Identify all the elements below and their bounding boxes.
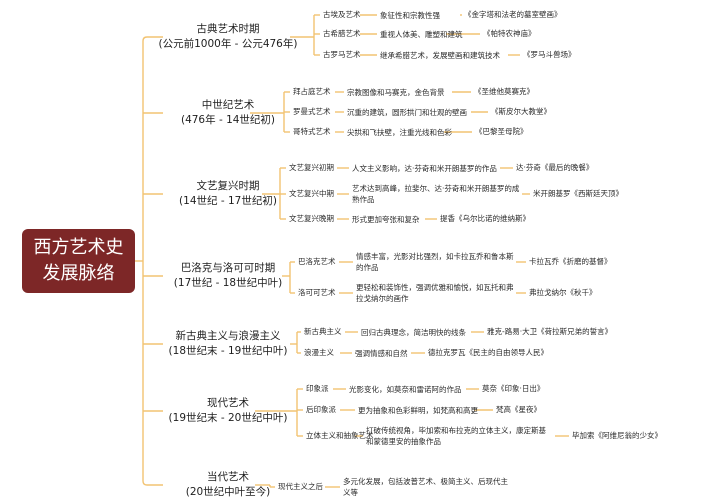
sub-period-label: 古罗马艺术	[323, 50, 361, 59]
period-range: (18世纪末 - 19世纪中叶)	[168, 345, 288, 357]
period-name: 当代艺术	[207, 471, 249, 483]
period-range: (19世纪末 - 20世纪中叶)	[168, 412, 288, 424]
sub-period-description: 继承希腊艺术，发展壁画和建筑技术	[380, 51, 500, 60]
sub-period-description: 打破传统视角，毕加索和布拉克的立体主义，康定斯基和蒙德里安的抽象作品	[366, 426, 546, 446]
sub-period-description: 回归古典理念，简洁明快的线条	[361, 328, 466, 337]
representative-work: 卡拉瓦乔《折磨的基督》	[529, 257, 612, 266]
sub-period-description: 人文主义影响，达·芬奇和米开朗基罗的作品	[352, 164, 497, 173]
representative-work: 《巴黎圣母院》	[475, 127, 528, 136]
representative-work: 毕加索《阿维尼翁的少女》	[572, 431, 662, 440]
sub-period-label: 文艺复兴初期	[289, 163, 334, 172]
sub-period-label: 新古典主义	[304, 327, 342, 336]
sub-period-label: 文艺复兴中期	[289, 189, 334, 198]
representative-work: 德拉克罗瓦《民主的自由领导人民》	[428, 348, 548, 357]
sub-period-description: 沉重的建筑，圆形拱门和壮观的壁画	[347, 108, 467, 117]
representative-work: 莫奈《印象·日出》	[482, 384, 545, 393]
period-range: (14世纪 - 17世纪初)	[179, 195, 277, 207]
sub-period-description: 尖拱和飞扶壁，注重光线和色彩	[347, 128, 452, 137]
sub-period-label: 巴洛克艺术	[298, 257, 336, 266]
representative-work: 雅克-路易·大卫《荷拉斯兄弟的誓言》	[487, 327, 613, 336]
root-title-line1: 西方艺术史	[33, 237, 124, 258]
sub-period-label: 古希腊艺术	[323, 29, 361, 38]
representative-work: 米开朗基罗《西斯廷天顶》	[533, 189, 623, 198]
sub-period-label: 印象派	[306, 384, 329, 393]
sub-period-description: 象征性和宗教性强	[380, 11, 440, 20]
period-name: 巴洛克与洛可可时期	[180, 262, 276, 274]
period-node: 文艺复兴时期 (14世纪 - 17世纪初)	[158, 179, 298, 209]
sub-period-description: 宗教图像和马赛克，金色背景	[347, 88, 445, 97]
period-name: 中世纪艺术	[201, 99, 255, 111]
period-name: 古典艺术时期	[196, 23, 260, 35]
sub-period-label: 洛可可艺术	[298, 288, 336, 297]
period-node: 古典艺术时期 (公元前1000年 - 公元476年)	[158, 22, 298, 52]
root-title-line2: 发展脉络	[42, 263, 115, 284]
sub-period-description: 更轻松和装饰性，强调优雅和愉悦，如瓦托和弗拉戈纳尔的画作	[356, 283, 514, 303]
representative-work: 梵高《星夜》	[496, 405, 541, 414]
sub-period-description: 更为抽象和色彩鲜明，如梵高和高更	[358, 406, 478, 415]
representative-work: 《斯皮尔大教堂》	[491, 107, 551, 116]
sub-period-label: 拜占庭艺术	[293, 87, 331, 96]
period-range: (17世纪 - 18世纪中叶)	[173, 277, 283, 289]
period-node: 中世纪艺术 (476年 - 14世纪初)	[158, 98, 298, 128]
sub-period-label: 古埃及艺术	[323, 10, 361, 19]
period-node: 巴洛克与洛可可时期 (17世纪 - 18世纪中叶)	[158, 261, 298, 291]
sub-period-description: 多元化发展，包括波普艺术、极简主义、后现代主义等	[343, 477, 508, 497]
period-range: (20世纪中叶至今)	[185, 486, 271, 498]
period-node: 现代艺术 (19世纪末 - 20世纪中叶)	[158, 396, 298, 426]
sub-period-label: 浪漫主义	[304, 348, 334, 357]
sub-period-label: 哥特式艺术	[293, 127, 331, 136]
sub-period-label: 立体主义和抽象艺术	[306, 431, 374, 440]
sub-period-label: 文艺复兴晚期	[289, 214, 334, 223]
sub-period-description: 光影变化，如莫奈和雷诺阿的作品	[349, 385, 462, 394]
representative-work: 《帕特农神庙》	[483, 29, 536, 38]
sub-period-label: 罗曼式艺术	[293, 107, 331, 116]
period-range: (476年 - 14世纪初)	[180, 114, 276, 126]
sub-period-description: 艺术达到高峰，拉斐尔、达·芬奇和米开朗基罗的成熟作品	[352, 184, 520, 204]
representative-work: 《圣维他莫赛克》	[474, 87, 534, 96]
representative-work: 达·芬奇《最后的晚餐》	[516, 163, 594, 172]
sub-period-description: 情感丰富，光影对比强烈，如卡拉瓦乔和鲁本斯的作品	[356, 252, 514, 272]
sub-period-description: 形式更加夸张和复杂	[352, 215, 420, 224]
representative-work: 弗拉戈纳尔《秋千》	[529, 288, 597, 297]
period-name: 文艺复兴时期	[196, 180, 260, 192]
representative-work: 《罗马斗兽场》	[523, 50, 576, 59]
sub-period-description: 强调情感和自然	[355, 349, 408, 358]
sub-period-label: 现代主义之后	[278, 482, 323, 491]
period-connector	[142, 36, 163, 42]
period-name: 新古典主义与浪漫主义	[175, 330, 281, 342]
sub-period-description: 重视人体美、雕塑和建筑	[380, 30, 463, 39]
period-range: (公元前1000年 - 公元476年)	[158, 38, 298, 50]
period-connector	[142, 480, 163, 486]
period-node: 新古典主义与浪漫主义 (18世纪末 - 19世纪中叶)	[158, 329, 298, 359]
period-name: 现代艺术	[207, 397, 249, 409]
period-node: 当代艺术 (20世纪中叶至今)	[158, 470, 298, 500]
sub-period-label: 后印象派	[306, 405, 336, 414]
representative-work: 提香《乌尔比诺的维纳斯》	[440, 214, 530, 223]
representative-work: 《金字塔和法老的墓室壁画》	[464, 10, 562, 19]
root-node: 西方艺术史 发展脉络	[22, 229, 135, 293]
